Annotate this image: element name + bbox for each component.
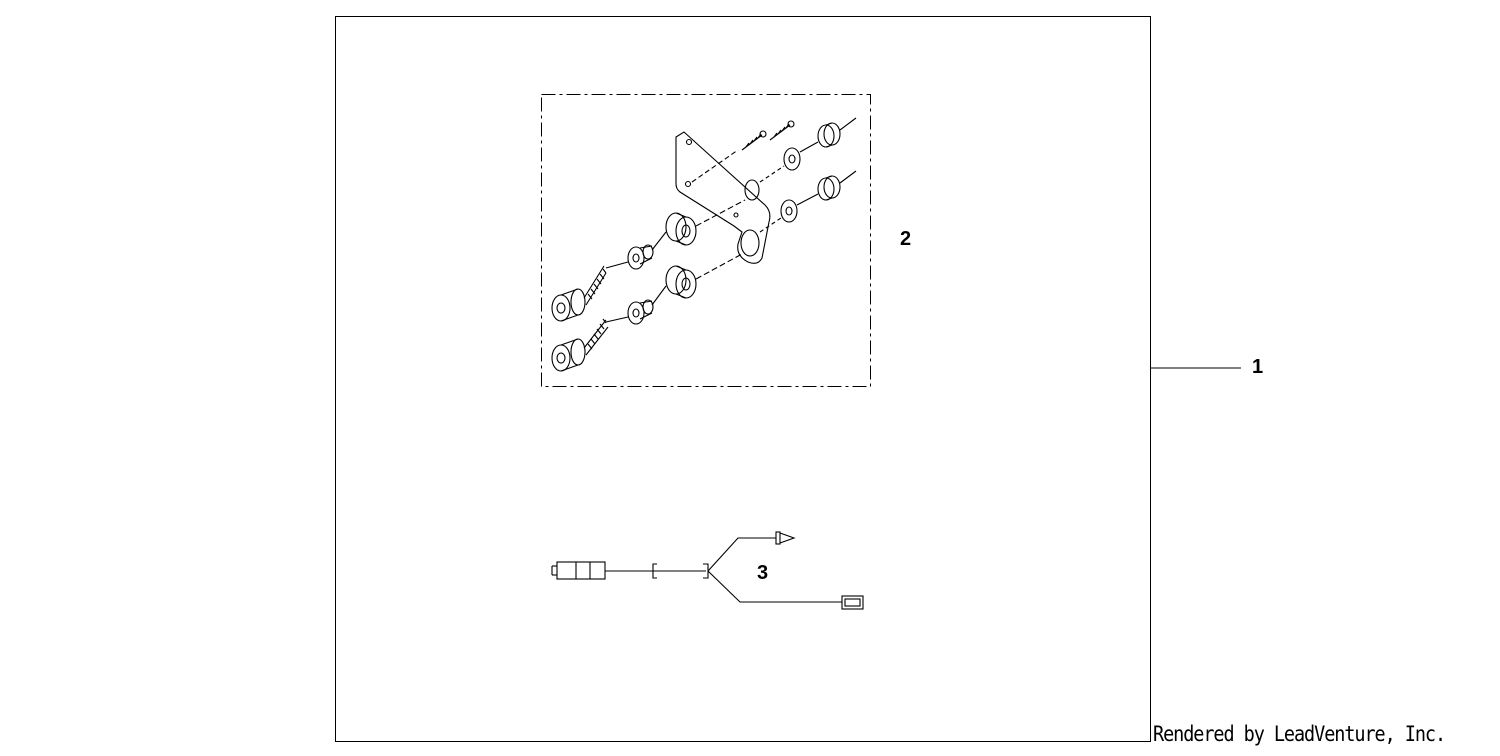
bolt-upper (551, 265, 607, 322)
screw-2 (769, 120, 795, 141)
callout-2: 2 (900, 228, 912, 250)
washer-upper-left (627, 244, 654, 270)
bracket-set-drawing (551, 117, 857, 372)
collar-upper (817, 117, 857, 148)
bracket-set-frame (541, 94, 871, 387)
grommet-lower (665, 265, 697, 299)
harness-terminal-pin (775, 531, 796, 545)
callout-3: 3 (757, 562, 769, 584)
wiring-harness-drawing (551, 531, 864, 610)
harness-branch (707, 537, 842, 603)
washer-upper-right (783, 147, 801, 171)
callout-1: 1 (1252, 356, 1264, 378)
washer-lower-right (780, 199, 798, 223)
collar-lower (817, 170, 857, 201)
bolt-lower (551, 318, 609, 372)
render-credit: Rendered by LeadVenture, Inc. (1153, 722, 1446, 746)
washer-lower-left (627, 299, 654, 325)
harness-main-connector (551, 561, 606, 580)
harness-terminal-box (841, 595, 864, 610)
kit-frame (335, 16, 1151, 742)
screw-1 (741, 130, 767, 151)
grommet-upper (665, 212, 697, 246)
mounting-plate (675, 131, 771, 264)
